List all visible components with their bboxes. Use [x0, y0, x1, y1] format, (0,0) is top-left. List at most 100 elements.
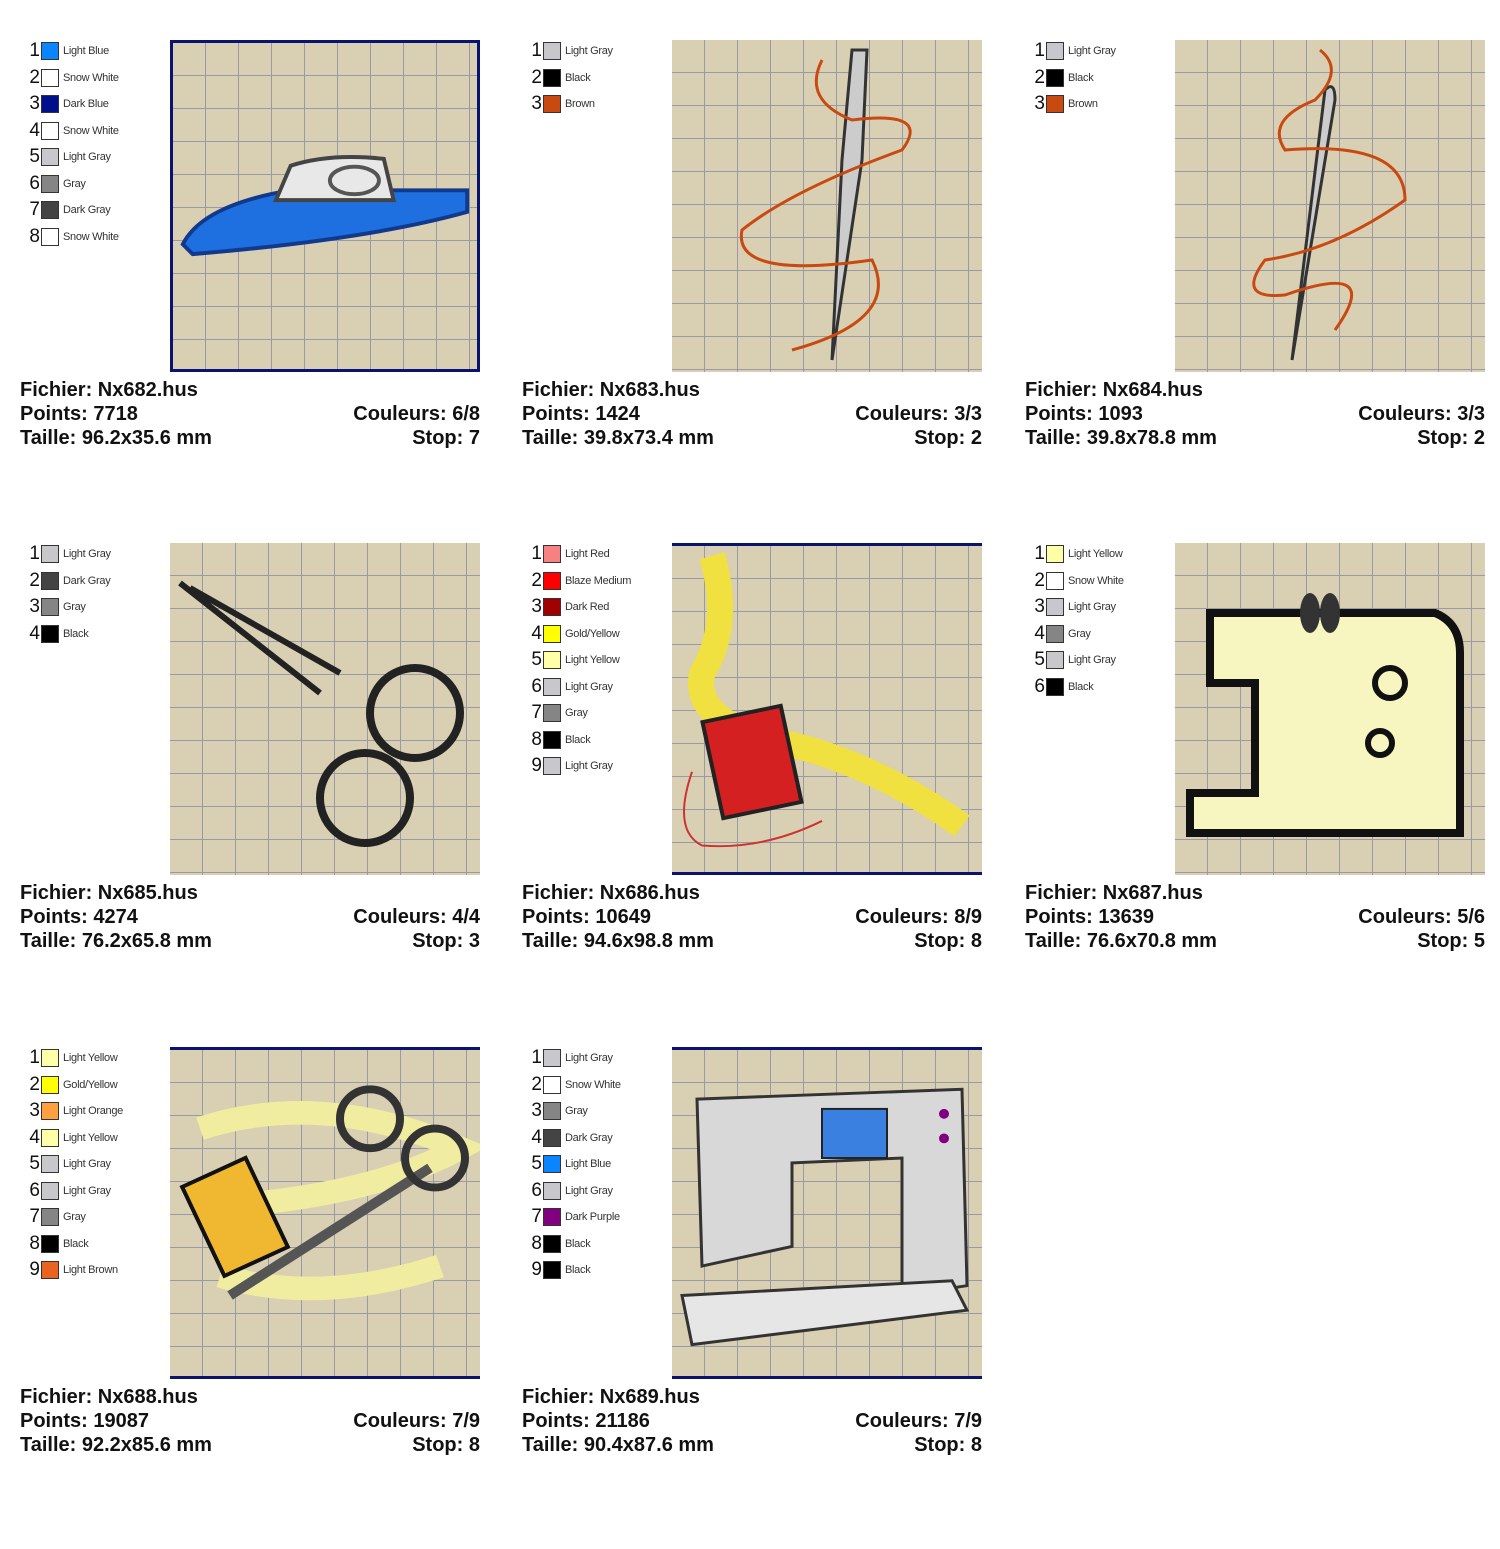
- color-index: 3: [1034, 596, 1045, 618]
- kit-embroidery-image: [179, 1085, 480, 1301]
- color-swatch: [543, 1128, 561, 1147]
- color-name: Light Gray: [565, 680, 613, 693]
- color-swatch: [543, 545, 561, 564]
- color-name: Light Yellow: [565, 654, 620, 667]
- color-index: 3: [29, 596, 40, 618]
- color-name: Blaze Medium: [565, 574, 632, 587]
- color-name: Black: [565, 1264, 591, 1277]
- color-name: Dark Gray: [63, 574, 111, 587]
- color-swatch: [543, 677, 561, 696]
- color-index: 6: [531, 1179, 542, 1201]
- design-preview: [170, 1047, 480, 1379]
- file-name: Fichier: Nx683.hus: [522, 379, 700, 401]
- color-swatch: [41, 1128, 59, 1147]
- design-size: Taille: 39.8x73.4 mm: [522, 427, 714, 449]
- color-index: 2: [29, 66, 40, 88]
- color-name: Light Gray: [565, 760, 613, 773]
- color-swatch: [543, 730, 561, 749]
- color-index: 1: [531, 40, 542, 62]
- color-swatch: [1046, 545, 1064, 564]
- color-index: 6: [29, 1179, 40, 1201]
- legend-item: 6 Light Gray: [522, 674, 631, 701]
- color-swatch: [543, 68, 561, 87]
- file-name: Fichier: Nx685.hus: [20, 882, 198, 904]
- scissors-embroidery-image: [178, 580, 464, 847]
- color-name: Dark Purple: [565, 1211, 620, 1224]
- spool-embroidery-image: [683, 552, 970, 848]
- color-index: 7: [29, 1206, 40, 1228]
- color-index: 3: [531, 1100, 542, 1122]
- stop-count: Stop: 2: [914, 427, 982, 449]
- color-swatch: [41, 545, 59, 564]
- color-index: 1: [29, 1047, 40, 1069]
- color-index: 1: [29, 543, 40, 565]
- color-index: 6: [531, 675, 542, 697]
- color-swatch: [543, 95, 561, 114]
- stop-count: Stop: 3: [412, 930, 480, 952]
- color-count: Couleurs: 3/3: [855, 403, 982, 425]
- stitch-points: Points: 7718: [20, 403, 138, 425]
- file-name: Fichier: Nx689.hus: [522, 1386, 700, 1408]
- design-preview: [170, 40, 480, 372]
- color-name: Light Red: [565, 548, 610, 561]
- color-swatch: [41, 1181, 59, 1200]
- color-index: 1: [1034, 543, 1045, 565]
- color-index: 2: [531, 66, 542, 88]
- color-index: 1: [531, 1047, 542, 1069]
- stop-count: Stop: 7: [412, 427, 480, 449]
- design-size: Taille: 39.8x78.8 mm: [1025, 427, 1217, 449]
- color-name: Light Gray: [1068, 45, 1116, 58]
- color-name: Light Orange: [63, 1105, 123, 1118]
- design-preview: [1175, 40, 1485, 372]
- color-swatch: [543, 1261, 561, 1280]
- color-name: Light Brown: [63, 1264, 118, 1277]
- color-swatch: [41, 1261, 59, 1280]
- color-name: Light Gray: [63, 1158, 111, 1171]
- color-index: 7: [531, 702, 542, 724]
- color-swatch: [543, 1181, 561, 1200]
- color-swatch: [543, 1049, 561, 1068]
- color-index: 4: [29, 119, 40, 141]
- stop-count: Stop: 8: [412, 1434, 480, 1456]
- color-swatch: [41, 148, 59, 167]
- color-index: 5: [29, 146, 40, 168]
- color-name: Black: [1068, 71, 1094, 84]
- file-name: Fichier: Nx688.hus: [20, 1386, 198, 1408]
- file-name: Fichier: Nx687.hus: [1025, 882, 1203, 904]
- stitch-points: Points: 4274: [20, 906, 138, 928]
- color-swatch: [41, 1155, 59, 1174]
- needle2-embroidery-image: [1252, 48, 1407, 361]
- color-index: 1: [1034, 40, 1045, 62]
- design-preview: [672, 1047, 982, 1379]
- color-swatch: [41, 1102, 59, 1121]
- color-index: 1: [531, 543, 542, 565]
- color-name: Black: [63, 1237, 89, 1250]
